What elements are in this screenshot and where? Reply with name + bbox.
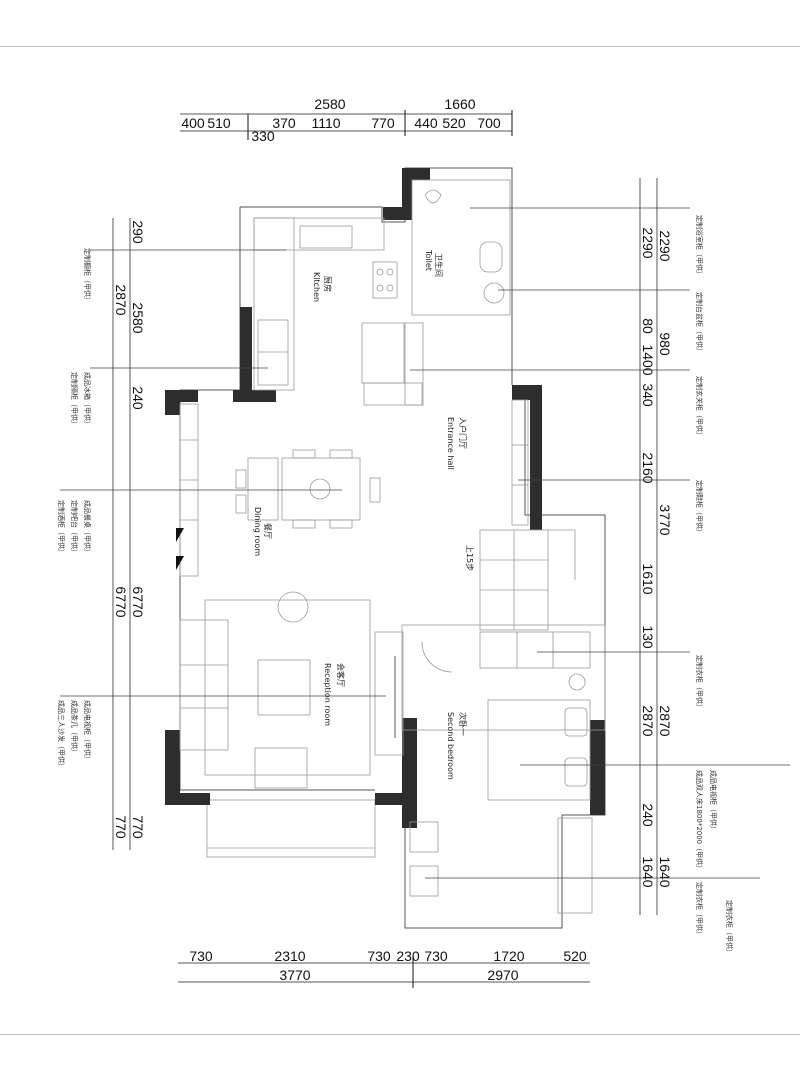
entrance-hall: 入户门厅 Entrance hall [446,399,529,526]
annotation-leaders [60,207,790,879]
top-sub-dim: 330 [251,128,275,144]
top-seg-3: 370 [272,115,296,131]
bottom-seg-2: 2310 [274,948,305,964]
bottom-seg-3: 730 [367,948,391,964]
note-right-2: 定制台盆柜（甲供） [695,292,704,355]
top-seg-5: 770 [371,115,395,131]
staircase: 上15步 [465,529,576,631]
top-seg-6: 440 [414,115,438,131]
right-inner-1: 2290 [640,227,656,258]
note-left-5: 定制吧台（甲供） [70,500,79,556]
top-seg-4: 1110 [311,115,340,131]
right-outer-2: 980 [657,332,673,356]
left-outer-1: 2870 [113,284,129,315]
right-dimension-chain: 2290 80 1400 340 2160 1610 130 2870 240 … [639,178,673,915]
right-outer-3: 3770 [657,504,673,535]
top-seg-2: 510 [207,115,231,131]
bottom-seg-4: 230 [396,948,420,964]
right-inner-2: 80 [640,318,656,334]
structural-walls [165,168,605,828]
right-inner-8: 2870 [640,705,656,736]
top-overall-1: 2580 [314,96,345,112]
bottom-seg-6: 1720 [493,948,524,964]
top-overall-2: 1660 [444,96,475,112]
toilet-label-en: Toilet [424,249,433,271]
dining-label-en: Dining room [253,507,262,556]
bottom-dimension-chain: 730 2310 730 230 730 1720 520 3770 2970 [178,948,590,988]
note-right-6: 成品双人床1800*2000（甲供） [695,770,704,872]
note-left-8: 成品茶几（甲供） [70,700,79,756]
outer-wall-outline [179,167,606,929]
note-right-4: 定制鞋柜（甲供） [695,480,704,536]
right-annotations: 定制浴室柜（甲供） 定制台盆柜（甲供） 定制玄关柜（甲供） 定制鞋柜（甲供） 定… [695,215,734,956]
bedroom-label-cn: 次卧一 [458,712,468,736]
drawing-frame [0,46,800,1035]
note-right-5: 定制衣柜（甲供） [695,655,704,711]
stairs-label: 上15步 [465,545,474,571]
right-inner-10: 1640 [640,856,656,887]
right-inner-9: 240 [640,803,656,827]
right-outer-4: 2870 [657,705,673,736]
left-dimension-chain: 290 2580 240 2870 6770 6770 770 770 [112,218,146,850]
toilet-area: 卫生间 Toilet [361,179,511,406]
note-left-1: 定制橱柜（甲供） [83,248,92,304]
top-seg-7: 520 [442,115,466,131]
note-right-3: 定制玄关柜（甲供） [695,376,704,439]
right-inner-3: 1400 [640,344,656,375]
reception-label-cn: 会客厅 [336,663,346,687]
entrance-label-en: Entrance hall [446,417,455,470]
reception-label-en: Reception room [323,663,332,726]
note-left-3: 定制隔柜（甲供） [70,372,79,428]
right-outer-1: 2290 [657,230,673,261]
entrance-label-cn: 入户门厅 [458,417,468,449]
top-seg-8: 700 [477,115,501,131]
note-left-7: 成品电视柜（甲供） [83,700,92,763]
left-inner-3: 240 [130,386,146,410]
second-bedroom: 次卧一 Second bedroom [401,624,606,914]
bottom-overall-2: 2970 [487,967,518,983]
note-left-2: 成品冰箱（甲供） [83,372,92,428]
right-outer-5: 1640 [657,856,673,887]
left-annotations: 定制橱柜（甲供） 成品冰箱（甲供） 定制隔柜（甲供） 成品餐桌（甲供） 定制吧台… [57,248,92,770]
top-seg-1: 400 [181,115,205,131]
kitchen-label-cn: 厨房 [323,276,333,292]
right-inner-4: 340 [640,383,656,407]
bottom-overall-1: 3770 [279,967,310,983]
top-dimension-chain: 2580 1660 400 510 370 1110 770 440 520 7… [180,96,513,144]
reception-room: 会客厅 Reception room [179,591,404,789]
note-left-4: 成品餐桌（甲供） [83,500,92,556]
note-left-9: 成品三人沙发（甲供） [57,700,66,770]
note-left-6: 定制酒柜（甲供） [57,500,66,556]
bottom-seg-7: 520 [563,948,587,964]
left-inner-5: 770 [130,815,146,839]
kitchen-area: 厨房 Kitchen [253,217,398,391]
bottom-seg-5: 730 [424,948,448,964]
left-inner-2: 2580 [130,302,146,333]
left-inner-1: 290 [130,220,146,244]
right-inner-7: 130 [640,625,656,649]
note-right-1: 定制浴室柜（甲供） [695,215,704,278]
note-right-7: 成品电视柜（甲供） [709,770,718,833]
note-right-8: 定制衣柜（甲供） [695,882,704,938]
note-right-9: 定制衣柜（甲供） [725,900,734,956]
left-inner-4: 6770 [130,586,146,617]
dining-label-cn: 餐厅 [263,523,272,539]
bottom-seg-1: 730 [189,948,213,964]
right-inner-6: 1610 [640,563,656,594]
bedroom-label-en: Second bedroom [446,712,455,780]
toilet-label-cn: 卫生间 [434,253,444,277]
left-outer-2: 6770 [113,586,129,617]
right-inner-5: 2160 [640,452,656,483]
left-outer-3: 770 [113,815,129,839]
kitchen-label-en: Kitchen [312,272,321,302]
